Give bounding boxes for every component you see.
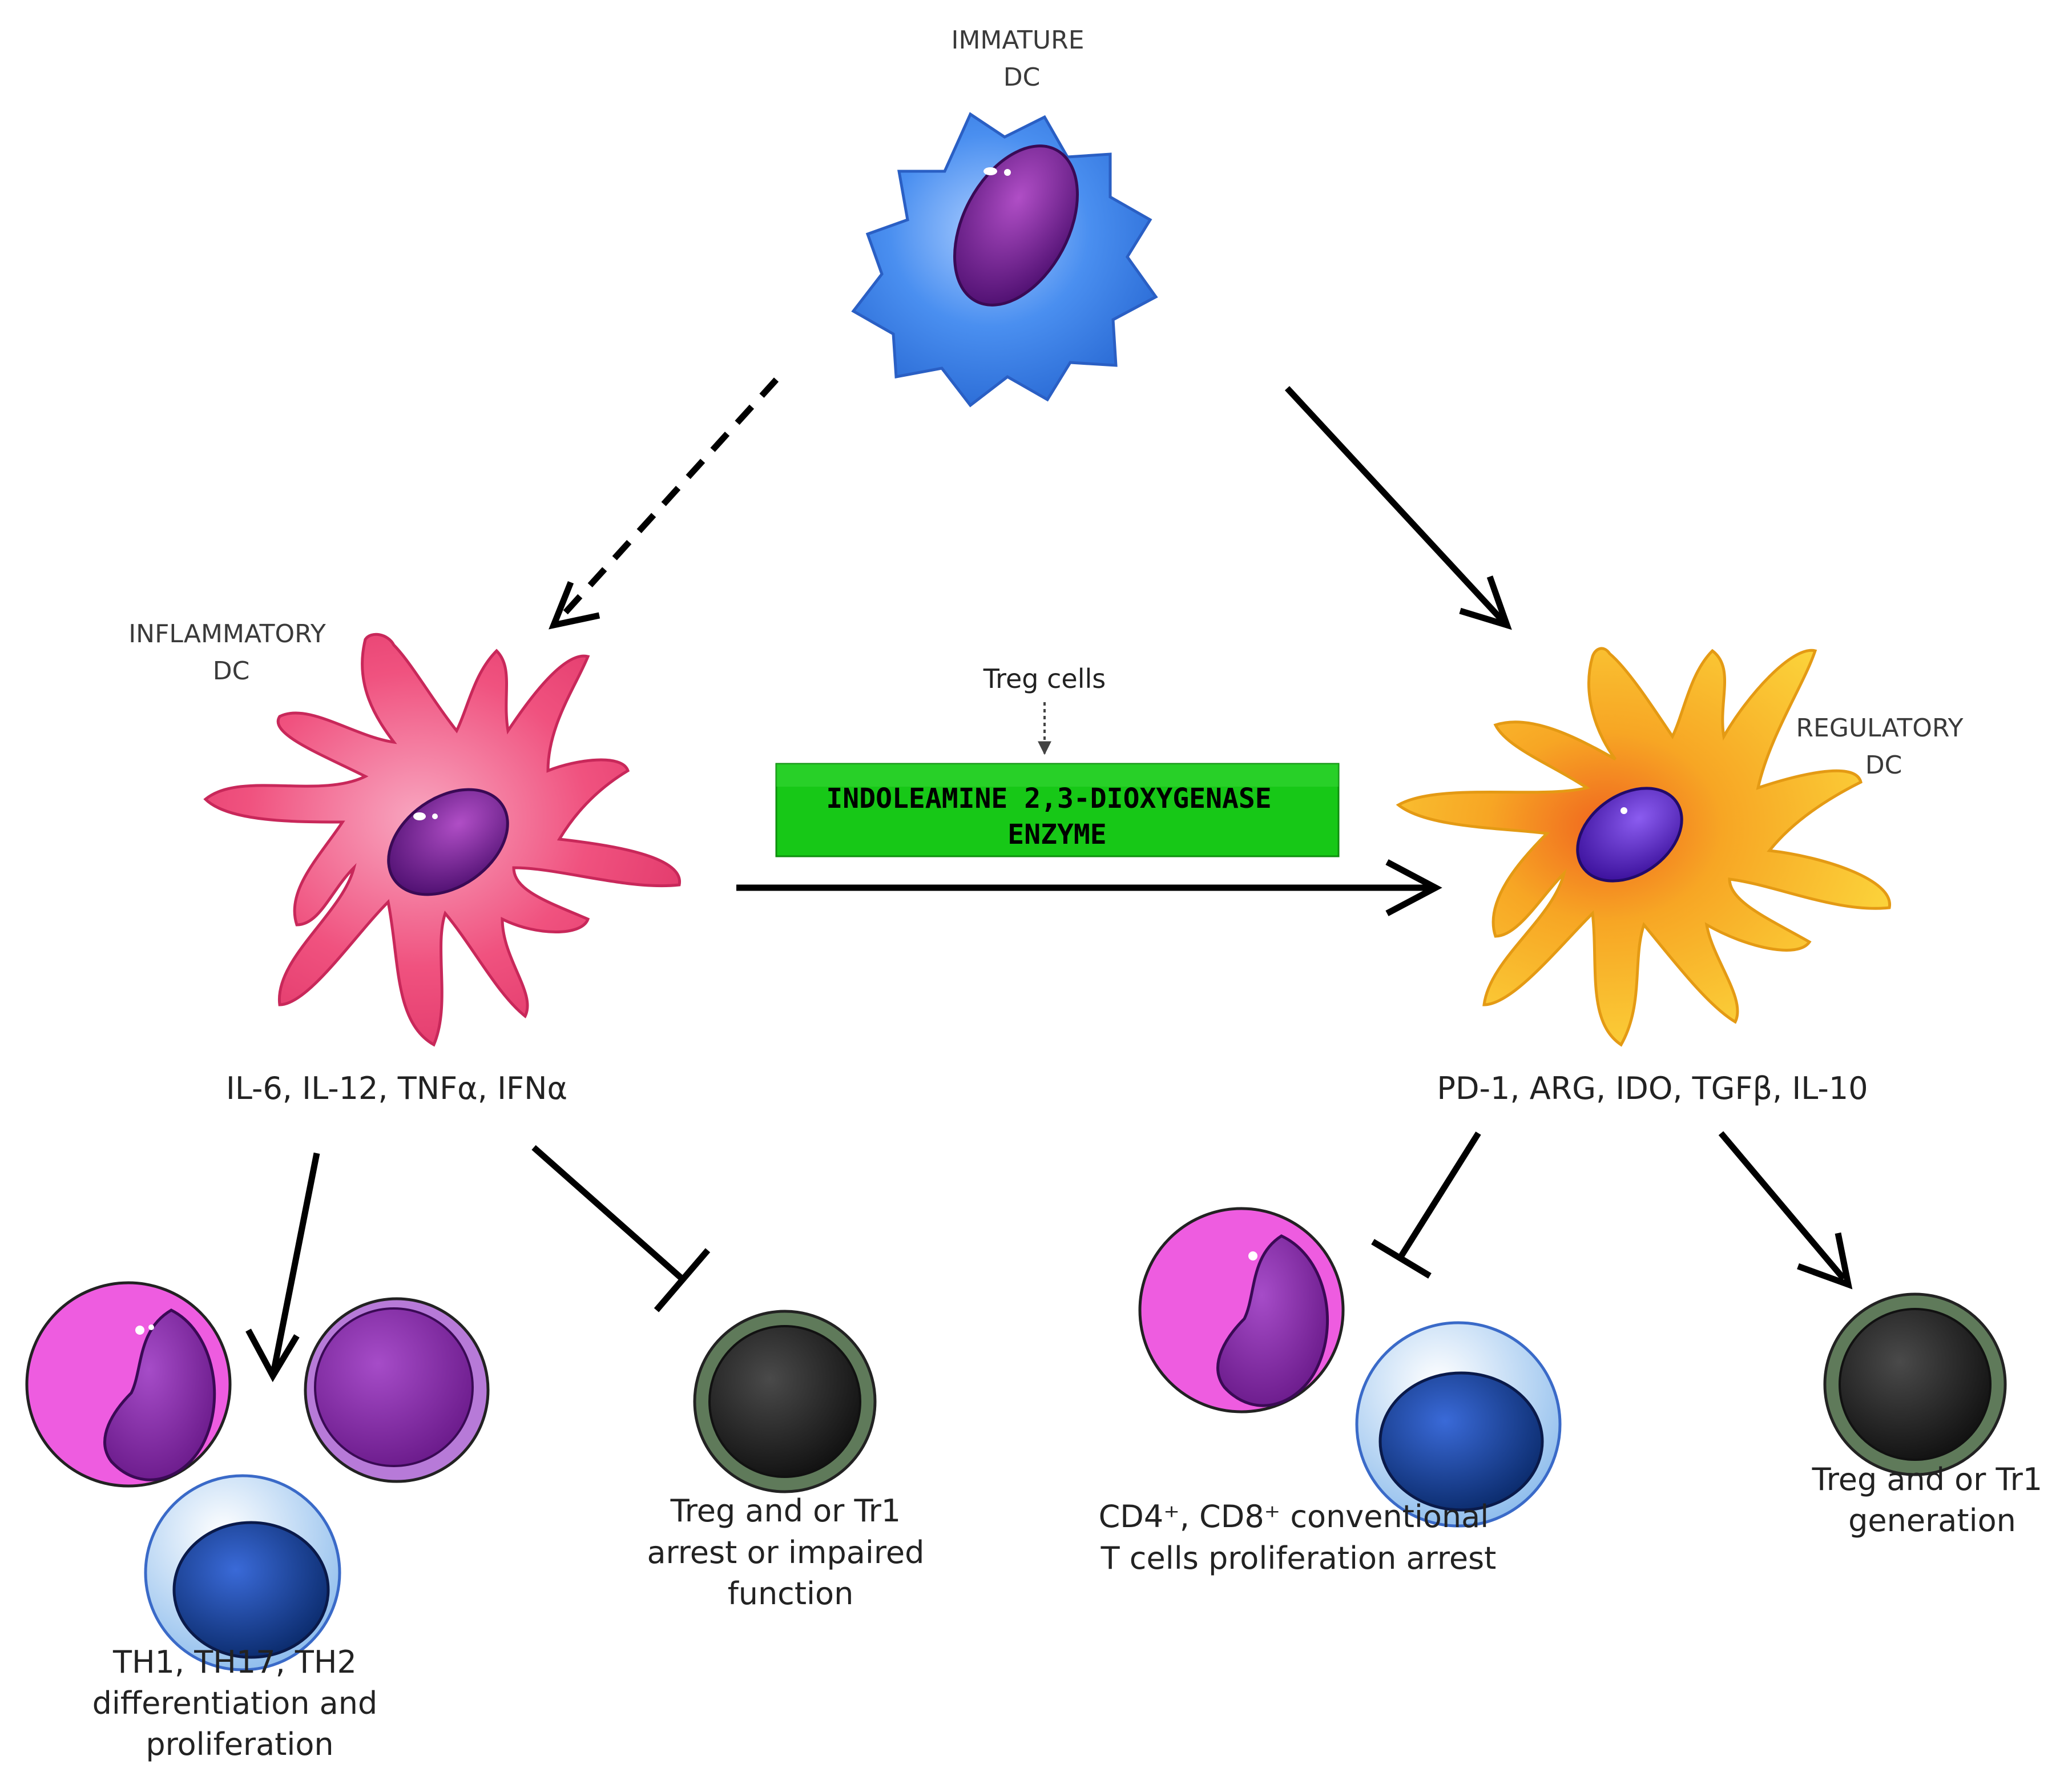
immature-dc-label: IMMATURE DC [951, 26, 1092, 92]
arrow-to-treg-generation-head [1797, 1232, 1853, 1290]
inflammatory-dc-label: INFLAMMATORY DC [128, 619, 334, 686]
arrow-to-treg-generation [1718, 1131, 1847, 1281]
th-cell-lilac [304, 1297, 490, 1483]
arrow-inflammatory-to-regulatory-head [1385, 859, 1442, 916]
inhibit-tcells-bar [1371, 1239, 1432, 1279]
tcell-blue [1355, 1321, 1562, 1528]
arrow-to-th-cells [271, 1152, 320, 1371]
arrow-to-th-cells-head [245, 1328, 300, 1383]
inflammatory-cytokines: IL-6, IL-12, TNFα, IFNα [226, 1070, 567, 1106]
treg-arrest-label: Treg and or Tr1 arrest or impaired funct… [647, 1493, 934, 1612]
inhibit-treg-bar [654, 1248, 711, 1312]
th-outcome-label: TH1, TH17, TH2 differentiation and proli… [92, 1644, 388, 1762]
regulatory-dc-cell [1396, 647, 1891, 1047]
treg-cells-label: Treg cells [983, 663, 1106, 694]
regulatory-dc-label: REGULATORY DC [1796, 714, 1971, 780]
inhibit-treg-line [531, 1145, 684, 1282]
th-cell-blue [144, 1474, 341, 1672]
tcell-pink [1138, 1207, 1345, 1413]
regulatory-molecules: PD-1, ARG, IDO, TGFβ, IL-10 [1437, 1070, 1868, 1106]
th-cell-pink [25, 1281, 232, 1488]
immature-dc-cell [851, 112, 1158, 408]
enzyme-label: INDOLEAMINE 2,3-DIOXYGENASE ENZYME [826, 783, 1288, 851]
inhibit-tcells-line [1398, 1131, 1481, 1258]
dashed-arrow-to-inflammatory [554, 377, 779, 625]
treg-cell-generation [1823, 1292, 2007, 1476]
inflammatory-dc-cell [203, 633, 681, 1047]
arrow-to-regulatory [1284, 386, 1507, 625]
treg-generation-label: Treg and or Tr1 generation [1812, 1461, 2053, 1539]
dashed-arrow-head [549, 581, 600, 630]
arrow-to-regulatory-head [1459, 575, 1512, 630]
cd-arrest-label: CD4⁺, CD8⁺ conventional T cells prolifer… [1099, 1499, 1499, 1576]
treg-cell-arrest [693, 1310, 877, 1493]
